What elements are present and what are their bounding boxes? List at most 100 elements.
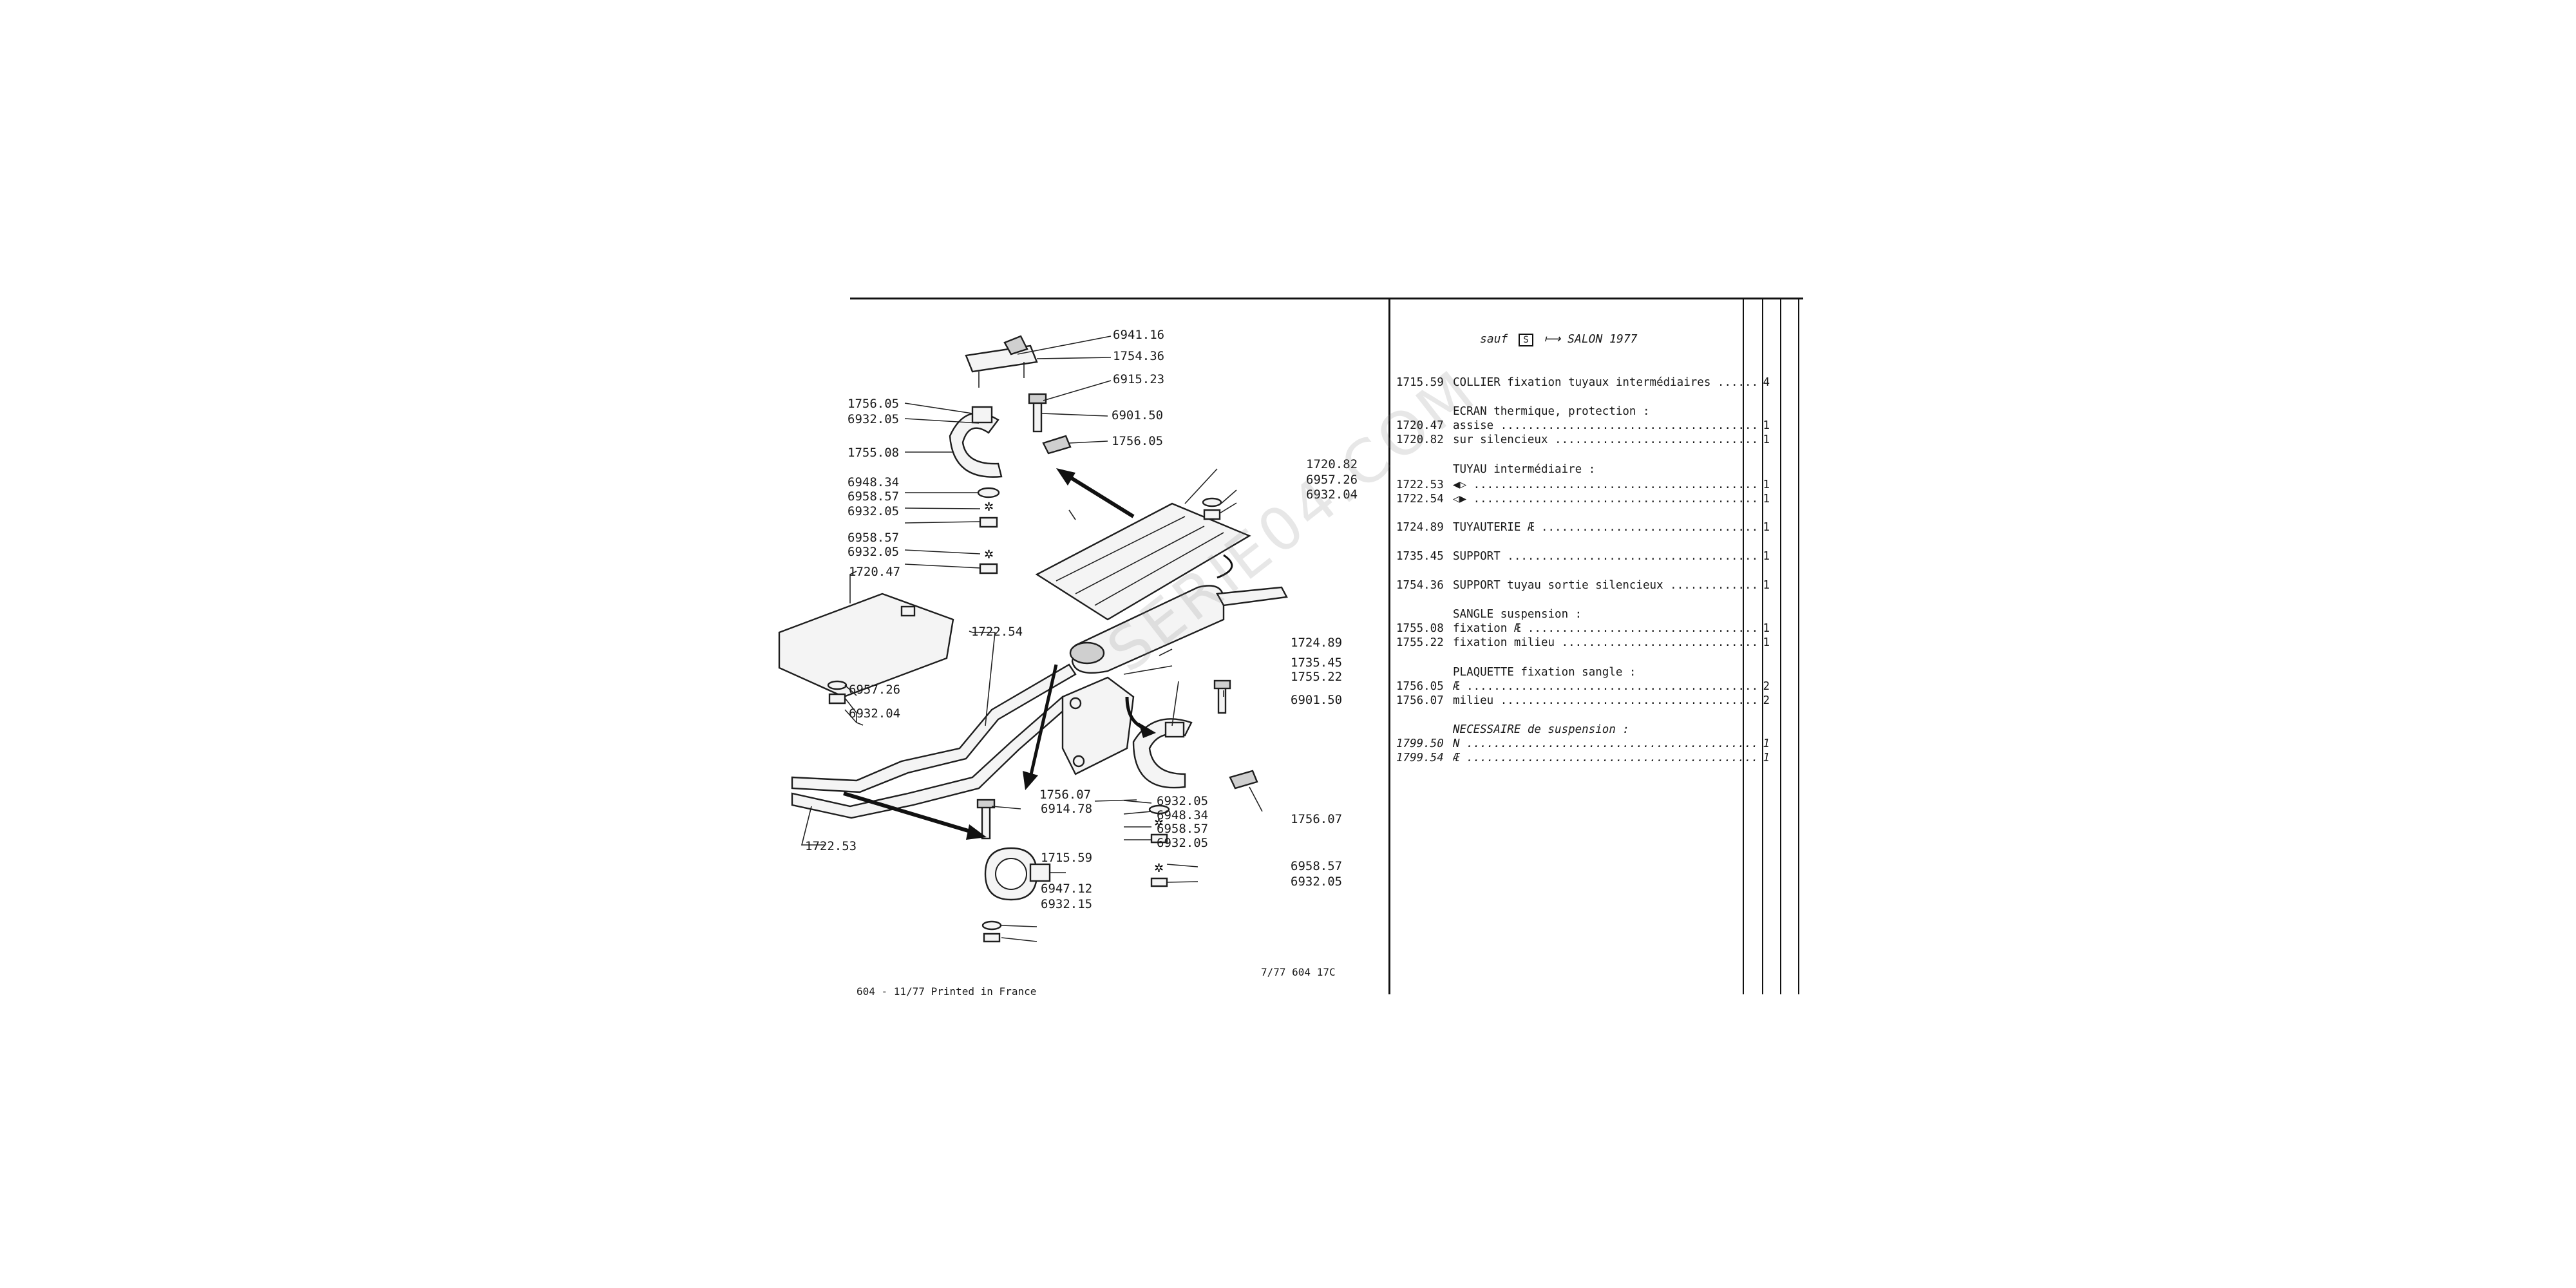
part-qty: 2 (1763, 680, 1770, 693)
callout-label: 6932.05 (1291, 875, 1343, 889)
callout-label: 6948.34 (1157, 808, 1209, 822)
header-suffix: SALON 1977 (1567, 332, 1638, 346)
tail-pipe (1216, 586, 1288, 607)
list-item: PLAQUETTE fixation sangle : (1396, 666, 1770, 680)
list-item: ECRAN thermique, protection : (1396, 405, 1770, 419)
callout-label: 1756.05 (1112, 434, 1164, 448)
callout-label: 1754.36 (1113, 349, 1165, 363)
callout-label: 6914.78 (1041, 802, 1093, 816)
callout-label: 1722.54 (971, 625, 1023, 639)
part-desc: Æ (1453, 752, 1756, 764)
part-desc: TUYAU intermédiaire : (1453, 463, 1596, 476)
drawing-code: 7/77 604 17C (1261, 966, 1336, 978)
callout-label: 6958.57 (848, 489, 900, 504)
list-item: 1722.54 ◁▶ 1 (1396, 493, 1770, 507)
list-item: SANGLE suspension : (1396, 608, 1770, 622)
exhaust-exploded-diagram: ✲ ✲ ✲ ✲ (778, 335, 1288, 943)
part-desc: N (1453, 737, 1756, 750)
muffler (1071, 585, 1225, 674)
list-item: NECESSAIRE de suspension : (1396, 723, 1770, 737)
part-ref: 1735.45 (1396, 550, 1444, 563)
part-desc: SUPPORT (1453, 550, 1756, 563)
callout-label: 6957.26 (849, 683, 901, 697)
part-qty: 1 (1763, 579, 1770, 592)
qty-column-rule-2 (1762, 298, 1763, 994)
list-item: 1755.08 fixation Æ 1 (1396, 622, 1770, 636)
part-ref: 1799.50 (1396, 737, 1444, 750)
callout-label: 6958.57 (1291, 859, 1343, 873)
callout-label: 1755.08 (848, 446, 900, 460)
callout-label: 6958.57 (1157, 822, 1209, 836)
part-desc: TUYAUTERIE Æ (1453, 521, 1756, 534)
part-qty: 1 (1763, 550, 1770, 563)
part-desc: NECESSAIRE de suspension : (1453, 723, 1629, 736)
callout-label: 6901.50 (1291, 693, 1343, 707)
callout-label: 1724.89 (1291, 636, 1343, 650)
callout-label: 1756.07 (1291, 812, 1343, 826)
svg-text:✲: ✲ (984, 500, 994, 514)
callout-label: 6932.05 (848, 504, 900, 518)
callout-label: 1756.05 (848, 397, 900, 411)
part-ref: 1756.05 (1396, 680, 1444, 693)
intermediate-pipe-upper (791, 663, 1077, 793)
part-ref: 1755.08 (1396, 622, 1444, 635)
part-desc: COLLIER fixation tuyaux intermédiaires (1453, 376, 1756, 389)
part-ref: 1754.36 (1396, 579, 1444, 592)
part-ref: 1724.89 (1396, 521, 1444, 534)
callout-label: 6915.23 (1113, 372, 1165, 386)
list-item: 1724.89 TUYAUTERIE Æ 1 (1396, 521, 1770, 535)
list-item: TUYAU intermédiaire : (1396, 463, 1770, 477)
part-desc: fixation milieu (1453, 636, 1756, 649)
column-divider (1388, 298, 1390, 994)
part-desc: assise (1453, 419, 1756, 432)
callout-label: 6932.04 (849, 706, 901, 721)
qty-column-rule-4 (1798, 298, 1799, 994)
part-ref: 1799.54 (1396, 752, 1444, 764)
callout-label: 6958.57 (848, 531, 900, 545)
list-item: 1799.54 Æ 1 (1396, 752, 1770, 766)
callout-label: 1755.22 (1291, 670, 1343, 684)
part-ref: 1755.22 (1396, 636, 1444, 649)
qty-column-rule-3 (1780, 298, 1781, 994)
list-item: 1735.45 SUPPORT 1 (1396, 550, 1770, 564)
part-desc: PLAQUETTE fixation sangle : (1453, 666, 1636, 679)
part-desc: fixation Æ (1453, 622, 1756, 635)
plate-rear (1042, 435, 1072, 455)
muffler-inlet (1069, 641, 1105, 665)
list-item: 1756.07 milieu 2 (1396, 694, 1770, 708)
list-header: sauf S ⟼ SALON 1977 (1480, 332, 1638, 346)
part-qty: 1 (1763, 636, 1770, 649)
part-qty: 1 (1763, 752, 1770, 764)
callout-label: 1720.47 (849, 565, 901, 579)
callout-label: 6948.34 (848, 475, 900, 489)
part-qty: 4 (1763, 376, 1770, 389)
callout-label: 6947.12 (1041, 882, 1093, 896)
top-border (850, 298, 1803, 299)
callout-label: 6957.26 (1306, 473, 1358, 487)
part-qty: 1 (1763, 622, 1770, 635)
arrow-icon: ⟼ (1544, 332, 1561, 346)
callout-label: 6932.05 (1157, 836, 1209, 850)
header-prefix: sauf (1480, 332, 1508, 346)
part-ref: 1756.07 (1396, 694, 1444, 707)
part-qty: 1 (1763, 419, 1770, 432)
svg-text:✲: ✲ (1154, 817, 1164, 830)
part-desc: ◁▶ (1453, 493, 1756, 506)
callout-label: 1756.07 (1039, 788, 1092, 802)
print-info: 604 - 11/77 Printed in France (857, 985, 1037, 998)
part-desc: SANGLE suspension : (1453, 608, 1582, 621)
part-ref: 1720.47 (1396, 419, 1444, 432)
part-desc: SUPPORT tuyau sortie silencieux (1453, 579, 1756, 592)
callout-label: 6932.05 (1157, 794, 1209, 808)
part-ref: 1715.59 (1396, 376, 1444, 389)
list-item: 1722.53 ◀▷ 1 (1396, 478, 1770, 493)
list-item: 1756.05 Æ 2 (1396, 680, 1770, 694)
list-item: 1720.47 assise 1 (1396, 419, 1770, 433)
callout-label: 6932.04 (1306, 488, 1358, 502)
svg-text:✲: ✲ (984, 548, 994, 562)
part-ref: 1720.82 (1396, 433, 1444, 446)
part-qty: 1 (1763, 493, 1770, 506)
list-item: 1754.36 SUPPORT tuyau sortie silencieux … (1396, 579, 1770, 593)
callout-label: 6941.16 (1113, 328, 1165, 342)
part-desc: Æ (1453, 680, 1756, 693)
